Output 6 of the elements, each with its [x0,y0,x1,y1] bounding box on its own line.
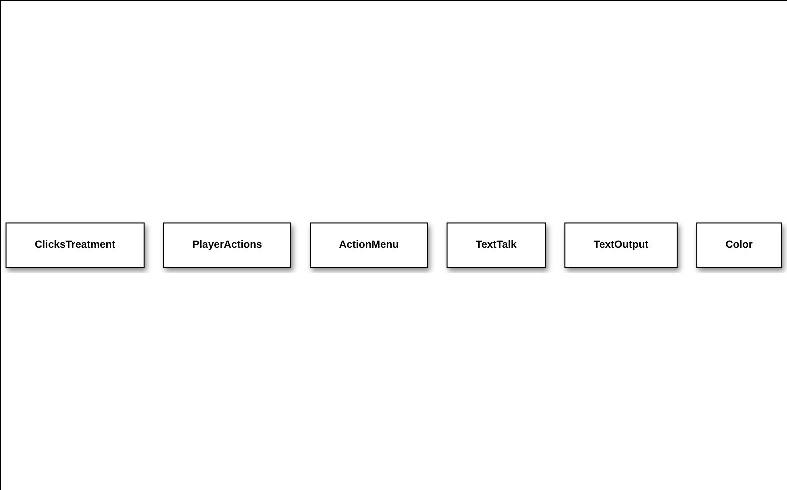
node-box: TextOutput [564,222,678,268]
node-box: PlayerActions [163,222,292,268]
node-box: ClicksTreatment [6,222,145,268]
node-box: ActionMenu [310,222,428,268]
node-box: TextTalk [446,222,546,268]
node-box: Color [696,222,782,268]
